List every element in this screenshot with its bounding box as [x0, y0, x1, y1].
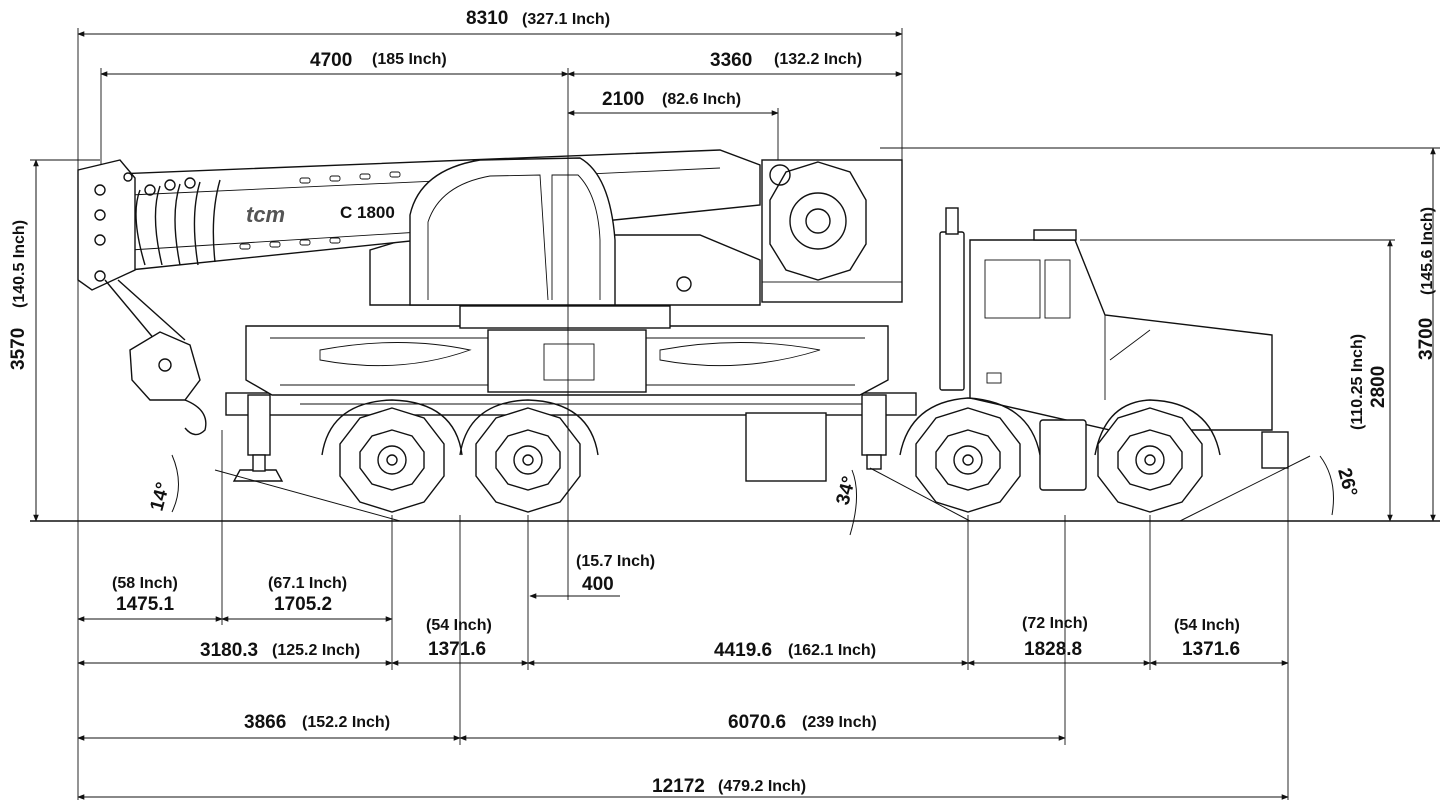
dim-front-bogie-inch: (152.2 Inch) — [302, 714, 390, 731]
front-outrigger-leg — [247, 394, 271, 456]
wheel-axle-4 — [1097, 407, 1203, 513]
dim-boom-front-inch: (185 Inch) — [372, 51, 447, 68]
carrier-cab — [969, 239, 1273, 431]
dim-axle3-axle4-mm: 1828.8 — [1024, 639, 1082, 660]
dimension-labels: 8310 (327.1 Inch) 4700 (185 Inch) 3360 (… — [8, 8, 1437, 797]
wheel-axle-3 — [915, 407, 1021, 513]
fender-front — [321, 399, 463, 456]
slew-base — [487, 329, 647, 393]
operator-cab — [409, 157, 616, 306]
dim-overall-top-inch: (327.1 Inch) — [522, 11, 610, 28]
dim-cab-height-inch: (110.25 Inch) — [1349, 334, 1366, 430]
dim-rear-overhang-inch: (132.2 Inch) — [774, 51, 862, 68]
dim-overall-top-mm: 8310 — [466, 8, 508, 29]
dim-overall-length-inch: (479.2 Inch) — [718, 778, 806, 795]
hoist-cable — [104, 279, 156, 341]
dim-front-axle1-mm: 3180.3 — [200, 640, 258, 661]
front-outrigger-pad — [232, 469, 284, 482]
beacon-light — [1033, 229, 1077, 241]
dim-axle3-axle4-inch: (72 Inch) — [1022, 615, 1088, 632]
dim-front-bogie-mm: 3866 — [244, 712, 286, 733]
winch-drum — [769, 161, 867, 281]
wheel-axle-1 — [339, 407, 445, 513]
dim-rotation-offset-mm: 400 — [582, 574, 614, 595]
dim-bogie-bogie-mm: 6070.6 — [728, 712, 786, 733]
dim-overall-length-mm: 12172 — [652, 776, 705, 797]
wheel-axle-2 — [475, 407, 581, 513]
boom-head — [77, 159, 136, 291]
dim-height-right-mm: 3700 — [1416, 318, 1437, 360]
dim-boom-front-mm: 4700 — [310, 50, 352, 71]
dim-cab-height-mm: 2800 — [1368, 366, 1389, 408]
turntable — [459, 305, 671, 329]
dim-rear-overhang-bottom-inch: (54 Inch) — [1174, 617, 1240, 634]
dim-axle1-axle2-mm: 1371.6 — [428, 639, 486, 660]
dim-outrigger-axle-mm: 1705.2 — [274, 594, 332, 615]
dimension-lines — [30, 28, 1440, 800]
hook-block — [129, 331, 201, 401]
model-label: C 1800 — [340, 203, 395, 222]
brand-logo: tcm — [246, 202, 285, 227]
angle-lines — [171, 454, 1334, 536]
dim-height-left-inch: (140.5 Inch) — [11, 220, 28, 308]
dim-axle2-axle3-inch: (162.1 Inch) — [788, 642, 876, 659]
dim-rear-overhang-bottom-mm: 1371.6 — [1182, 639, 1240, 660]
exhaust-stack — [939, 231, 965, 391]
dim-rotation-offset-inch: (15.7 Inch) — [576, 553, 655, 570]
dim-rear-counter-mm: 2100 — [602, 89, 644, 110]
fender-rear — [459, 399, 599, 456]
fuel-tank — [1039, 419, 1087, 491]
dim-height-right-inch: (145.6 Inch) — [1419, 207, 1436, 295]
rear-outrigger-leg — [861, 394, 887, 456]
angle-departure: 26° — [1333, 466, 1361, 499]
tool-box — [745, 412, 827, 482]
dim-outrigger-axle-inch: (67.1 Inch) — [268, 575, 347, 592]
crane-truck-illustration: tcm C 1800 — [30, 149, 1440, 522]
dim-front-outrigger-mm: 1475.1 — [116, 594, 175, 615]
dim-rear-overhang-mm: 3360 — [710, 50, 752, 71]
dim-front-outrigger-inch: (58 Inch) — [112, 575, 178, 592]
hook — [184, 399, 207, 436]
dim-bogie-bogie-inch: (239 Inch) — [802, 714, 877, 731]
angle-approach: 14° — [147, 480, 175, 513]
dim-axle1-axle2-inch: (54 Inch) — [426, 617, 492, 634]
dim-rear-counter-inch: (82.6 Inch) — [662, 91, 741, 108]
dim-axle2-axle3-mm: 4419.6 — [714, 640, 772, 661]
dim-front-axle1-inch: (125.2 Inch) — [272, 642, 360, 659]
dim-height-left-mm: 3570 — [8, 328, 29, 370]
